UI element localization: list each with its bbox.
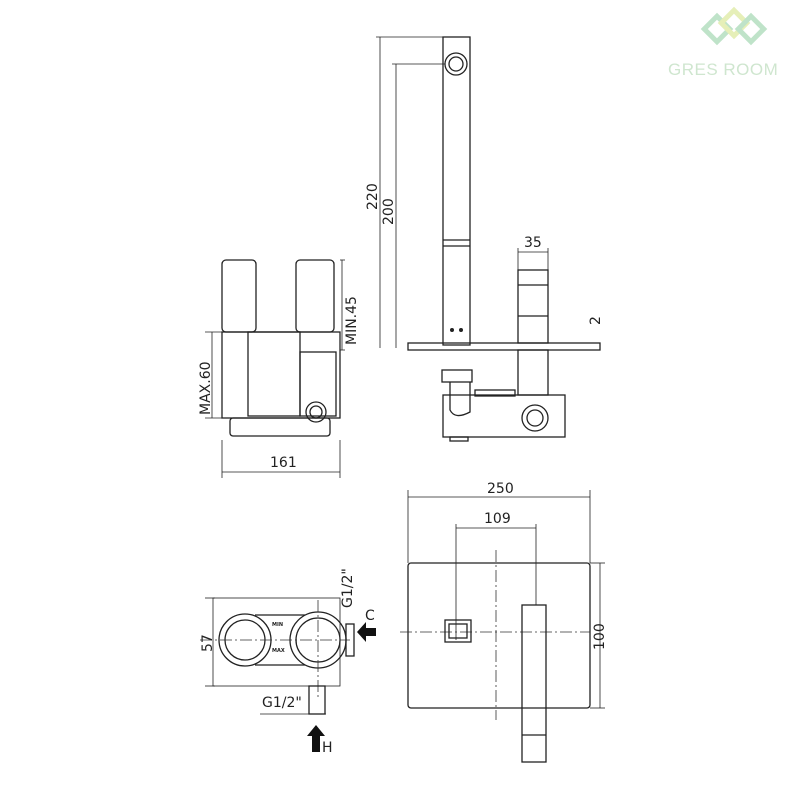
cold-inlet-label: G1/2": [340, 568, 356, 608]
spout-outlet: [444, 619, 472, 643]
height-220-label: 220: [365, 183, 381, 210]
top-view-outline: [212, 597, 341, 687]
plate-width-250-label: 250: [487, 481, 514, 497]
handle-cylinder-left: [221, 259, 257, 333]
body-side-block: [299, 351, 337, 417]
cold-inlet-fitting: [345, 623, 355, 657]
cold-arrow-icon: [357, 622, 376, 642]
max-60-label: MAX.60: [198, 361, 214, 415]
gres-room-logo: GRES ROOM: [668, 6, 778, 79]
spout-pipe: [449, 382, 471, 417]
plate-view: 250 109 100: [400, 481, 608, 763]
cold-marker: C: [365, 608, 375, 624]
wall-plate: [407, 342, 601, 351]
cartridge-ring: [521, 404, 549, 432]
logo-text: GRES ROOM: [668, 60, 778, 79]
body-rail: [474, 389, 516, 397]
spout: [442, 36, 471, 346]
spout-screw: [459, 328, 463, 332]
plate-height-100-label: 100: [592, 623, 608, 650]
max-mark: MAX: [272, 648, 285, 654]
body-base: [229, 417, 331, 437]
plate-2-label: 2: [588, 316, 604, 325]
handle-35-label: 35: [524, 235, 542, 251]
height-200-label: 200: [381, 198, 397, 225]
lever-handle: [521, 604, 547, 763]
body-foot: [449, 436, 469, 442]
body-box: [221, 331, 341, 419]
outlet-ring: [305, 401, 327, 423]
handle-cylinder-right: [295, 259, 335, 333]
side-view: MAX.60 MIN.45 161: [198, 259, 360, 478]
spout-aerator-inner: [448, 56, 464, 72]
min-mark: MIN: [272, 622, 283, 628]
spout-outlet-inner: [448, 623, 468, 639]
center-distance-109-label: 109: [484, 511, 511, 527]
hot-inlet-fitting: [308, 685, 326, 715]
cover-plate: [407, 562, 591, 709]
cartridge-housing: [517, 349, 549, 396]
hot-inlet-label: G1/2": [262, 695, 302, 711]
cartridge-ring-inner: [526, 409, 544, 427]
top-view: MIN MAX 57 G1/2" C G1/2" H: [200, 568, 376, 756]
hot-arrow-icon: [307, 725, 325, 752]
min-45-label: MIN.45: [344, 296, 360, 345]
hot-marker: H: [322, 740, 333, 756]
spout-connector: [441, 369, 473, 383]
width-161-label: 161: [270, 455, 297, 471]
depth-57-label: 57: [200, 634, 216, 652]
handle: [517, 269, 549, 344]
spout-aerator: [444, 52, 468, 76]
spout-screw: [450, 328, 454, 332]
front-view: 220 200 35 2: [365, 36, 604, 442]
body-inner-block: [247, 331, 301, 417]
mixer-body: [442, 394, 566, 438]
